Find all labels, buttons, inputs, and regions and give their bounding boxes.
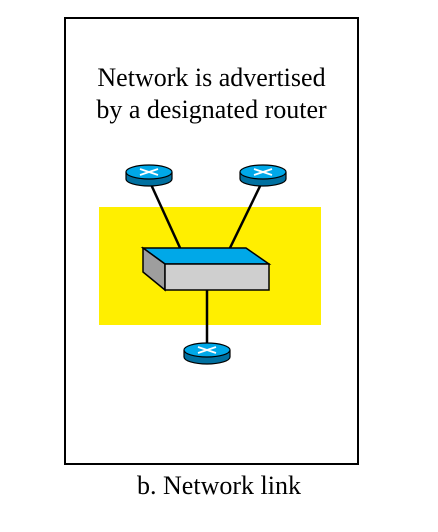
router-icon bbox=[239, 164, 287, 187]
figure-title: Network is advertised by a designated ro… bbox=[64, 62, 359, 126]
figure-caption: b. Network link bbox=[137, 471, 301, 500]
title-line-2: by a designated router bbox=[96, 95, 327, 124]
router-icon bbox=[183, 342, 231, 365]
router-icon bbox=[125, 164, 173, 187]
title-line-1: Network is advertised bbox=[97, 63, 326, 92]
link-right-router bbox=[227, 179, 265, 251]
figure-frame bbox=[64, 17, 359, 465]
link-left-router bbox=[147, 179, 183, 251]
switch-icon bbox=[140, 246, 272, 292]
